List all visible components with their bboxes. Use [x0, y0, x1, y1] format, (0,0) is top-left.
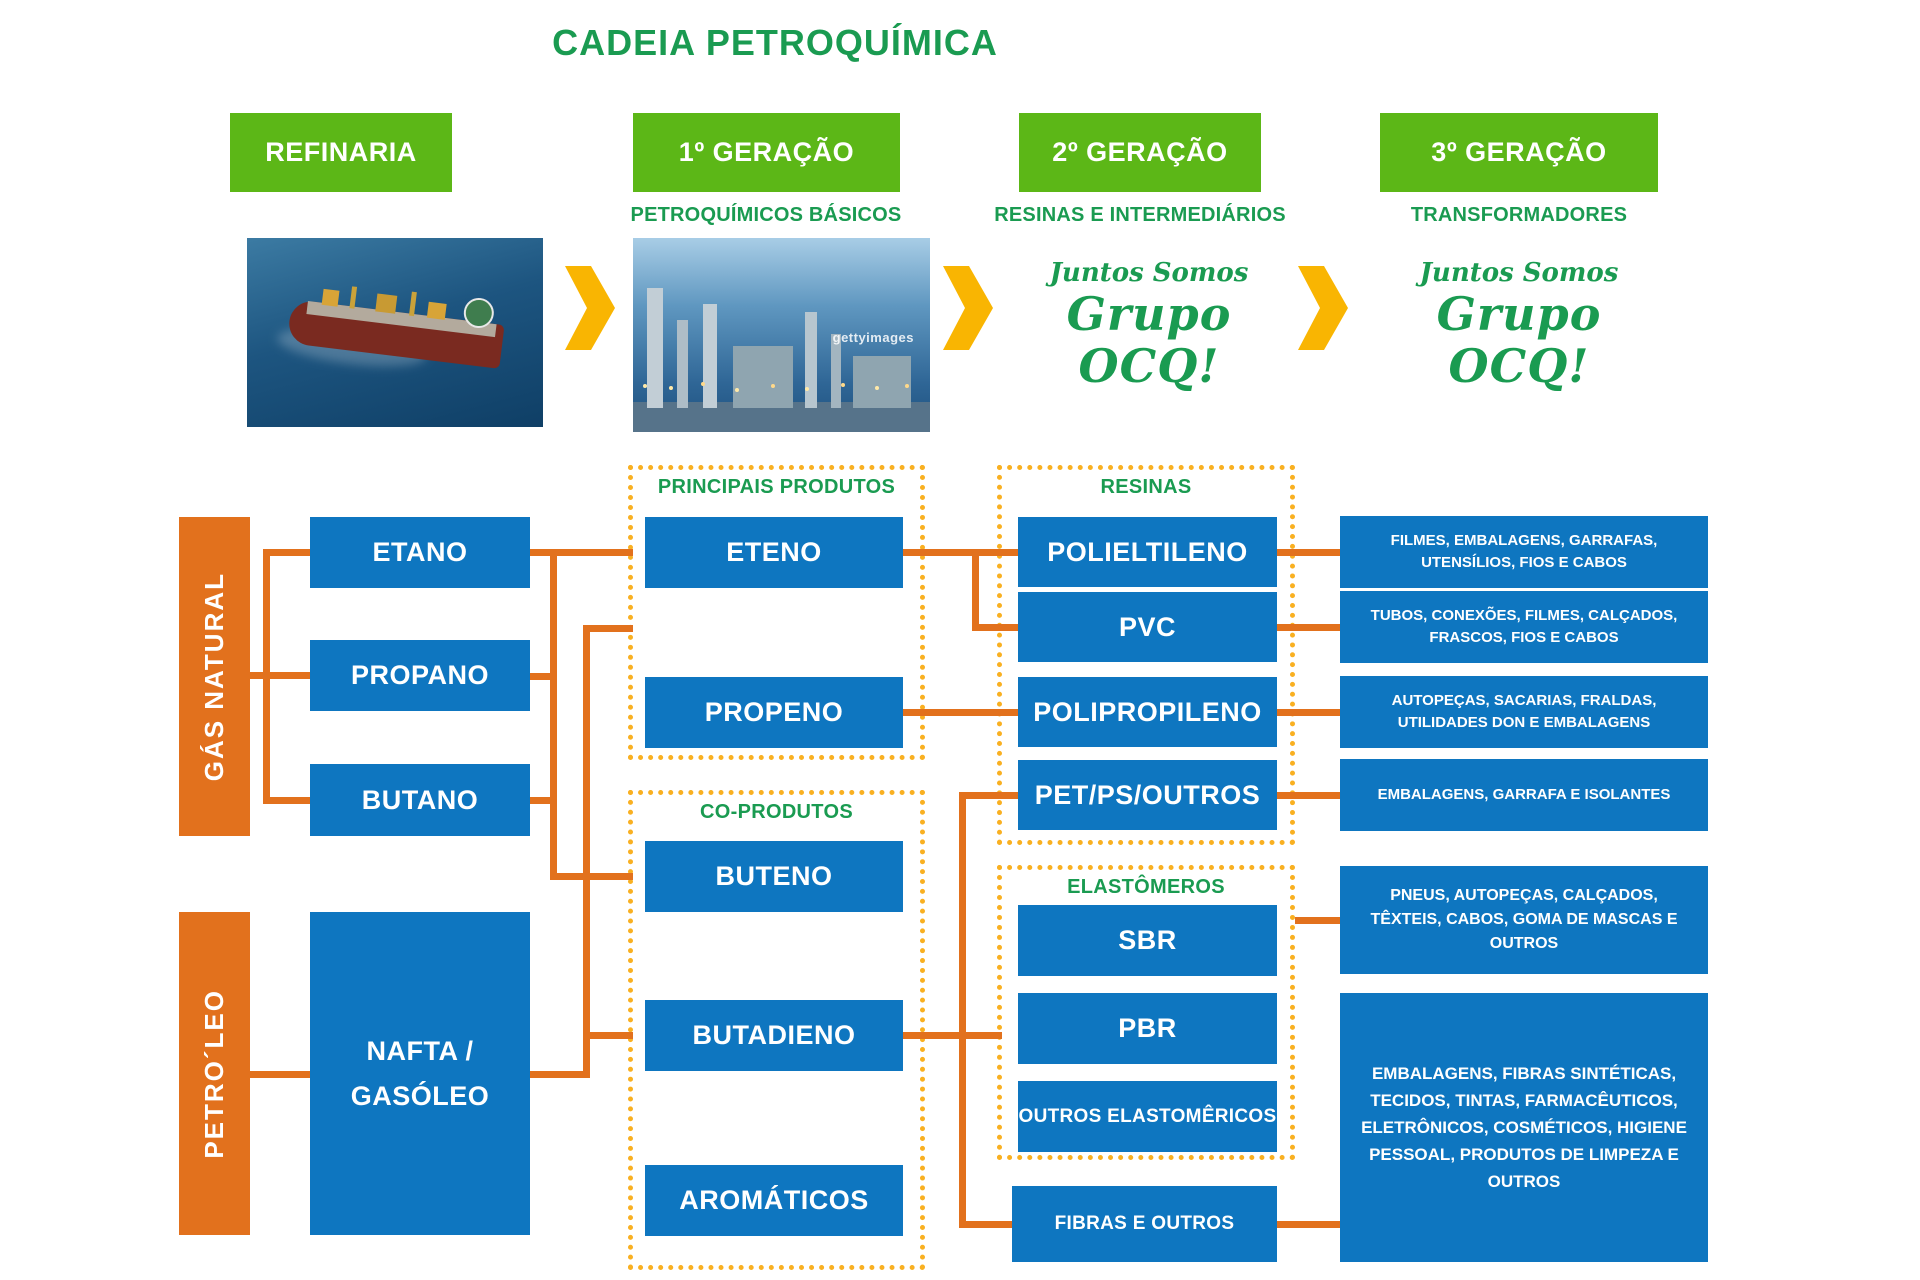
group-title: CO-PRODUTOS	[700, 801, 853, 823]
node-pet-ps-outros: PET/PS/OUTROS	[1018, 760, 1277, 830]
stage-box-1-geracao: 1º GERAÇÃO	[633, 113, 900, 192]
nafta-line1: NAFTA /	[366, 1035, 474, 1066]
plant-building	[853, 356, 911, 408]
node-butadieno: BUTADIENO	[645, 1000, 903, 1071]
connector-line	[1295, 917, 1340, 924]
connector-line	[903, 709, 1018, 716]
grupo-ocq-logo: Juntos Somos Grupo OCQ!	[989, 258, 1309, 392]
logo-tagline: Juntos Somos	[1049, 258, 1249, 288]
refinery-ship-photo	[247, 238, 543, 427]
group-title: PRINCIPAIS PRODUTOS	[657, 476, 896, 498]
connector-line	[972, 624, 1018, 631]
connector-line	[583, 625, 590, 1078]
connector-line	[550, 873, 633, 880]
nafta-line2: GASÓLEO	[350, 1080, 490, 1111]
stage-subtitle-2: RESINAS E INTERMEDIÁRIOS	[994, 204, 1286, 226]
ship-crane	[349, 286, 358, 309]
connector-line	[530, 549, 633, 556]
stock-photo-watermark: gettyimages	[832, 330, 914, 345]
page-title: CADEIA PETROQUÍMICA	[552, 22, 998, 63]
plant-tower	[703, 304, 717, 408]
connector-line	[1277, 549, 1340, 556]
connector-line	[1277, 1221, 1340, 1228]
connector-line	[972, 549, 979, 631]
connector-line	[1277, 624, 1340, 631]
ship-module	[426, 301, 447, 320]
node-etano: ETANO	[310, 517, 530, 588]
node-buteno: BUTENO	[645, 841, 903, 912]
connector-line	[530, 797, 557, 804]
group-elastomeros: ELASTÔMEROS	[997, 865, 1295, 1160]
application-box-embalagens-garrafa: EMBALAGENS, GARRAFA E ISOLANTES	[1340, 759, 1708, 831]
connector-line	[530, 1071, 590, 1078]
source-petroleo: PETRO´LEO	[179, 912, 250, 1235]
connector-line	[550, 549, 557, 880]
connector-line	[250, 672, 310, 679]
application-box-autopecas: AUTOPEÇAS, SACARIAS, FRALDAS, UTILIDADES…	[1340, 676, 1708, 748]
group-resinas: RESINAS	[997, 465, 1295, 845]
connector-line	[263, 549, 270, 804]
group-title: RESINAS	[1100, 476, 1192, 498]
connector-line	[959, 792, 1018, 799]
plant-tower	[677, 320, 688, 408]
node-polipropileno: POLIPROPILENO	[1018, 677, 1277, 747]
node-aromaticos: AROMÁTICOS	[645, 1165, 903, 1236]
grupo-ocq-logo: Juntos Somos Grupo OCQ!	[1359, 258, 1679, 392]
connector-line	[959, 1221, 1012, 1228]
stage-box-3-geracao: 3º GERAÇÃO	[1380, 113, 1658, 192]
connector-line	[530, 673, 557, 680]
source-gas-label: GÁS NATURAL	[199, 571, 229, 782]
stage-subtitle-1: PETROQUÍMICOS BÁSICOS	[630, 204, 902, 226]
stage-box-refinaria: REFINARIA	[230, 113, 452, 192]
connector-line	[263, 549, 310, 556]
chevron-right-icon	[565, 266, 615, 350]
ship-module	[321, 288, 340, 307]
connector-line	[583, 1032, 633, 1039]
logo-tagline: Juntos Somos	[1419, 258, 1619, 288]
connector-line	[263, 797, 310, 804]
logo-name: Grupo OCQ!	[1066, 287, 1232, 393]
plant-tower	[805, 312, 817, 408]
node-fibras-e-outros: FIBRAS E OUTROS	[1012, 1186, 1277, 1262]
stage-subtitle-3: TRANSFORMADORES	[1410, 204, 1628, 226]
node-propeno: PROPENO	[645, 677, 903, 748]
node-butano: BUTANO	[310, 764, 530, 836]
application-box-tubos: TUBOS, CONEXÕES, FILMES, CALÇADOS, FRASC…	[1340, 591, 1708, 663]
application-box-filmes: FILMES, EMBALAGENS, GARRAFAS, UTENSÍLIOS…	[1340, 516, 1708, 588]
node-nafta-gasoleo: NAFTA / GASÓLEO	[310, 912, 530, 1235]
source-gas-natural: GÁS NATURAL	[179, 517, 250, 836]
group-principais-produtos: PRINCIPAIS PRODUTOS	[628, 465, 925, 760]
application-box-embalagens-fibras: EMBALAGENS, FIBRAS SINTÉTICAS, TECIDOS, …	[1340, 993, 1708, 1262]
ship-module	[375, 293, 398, 314]
group-title: ELASTÔMEROS	[1067, 876, 1225, 898]
node-eteno: ETENO	[645, 517, 903, 588]
node-pvc: PVC	[1018, 592, 1277, 662]
connector-line	[1277, 709, 1340, 716]
node-polieltileno: POLIELTILENO	[1018, 517, 1277, 587]
source-petroleo-label: PETRO´LEO	[199, 988, 229, 1159]
plant-lights	[643, 384, 647, 388]
node-sbr: SBR	[1018, 905, 1277, 976]
stage-box-2-geracao: 2º GERAÇÃO	[1019, 113, 1261, 192]
plant-tower	[647, 288, 663, 408]
logo-name: Grupo OCQ!	[1436, 287, 1602, 393]
petrochemical-plant-photo: gettyimages	[633, 238, 930, 432]
node-outros-elastomericos: OUTROS ELASTOMÊRICOS	[1018, 1081, 1277, 1152]
group-co-produtos: CO-PRODUTOS	[628, 790, 925, 1270]
node-pbr: PBR	[1018, 993, 1277, 1064]
connector-line	[250, 1071, 310, 1078]
connector-line	[1277, 792, 1340, 799]
connector-line	[903, 1032, 1002, 1039]
connector-line	[583, 625, 633, 632]
connector-line	[959, 792, 966, 1228]
plant-chimney	[831, 334, 841, 408]
chevron-right-icon	[943, 266, 993, 350]
plant-building	[733, 346, 793, 408]
node-propano: PROPANO	[310, 640, 530, 711]
connector-line	[903, 549, 1018, 556]
application-box-pneus: PNEUS, AUTOPEÇAS, CALÇADOS, TÊXTEIS, CAB…	[1340, 866, 1708, 974]
